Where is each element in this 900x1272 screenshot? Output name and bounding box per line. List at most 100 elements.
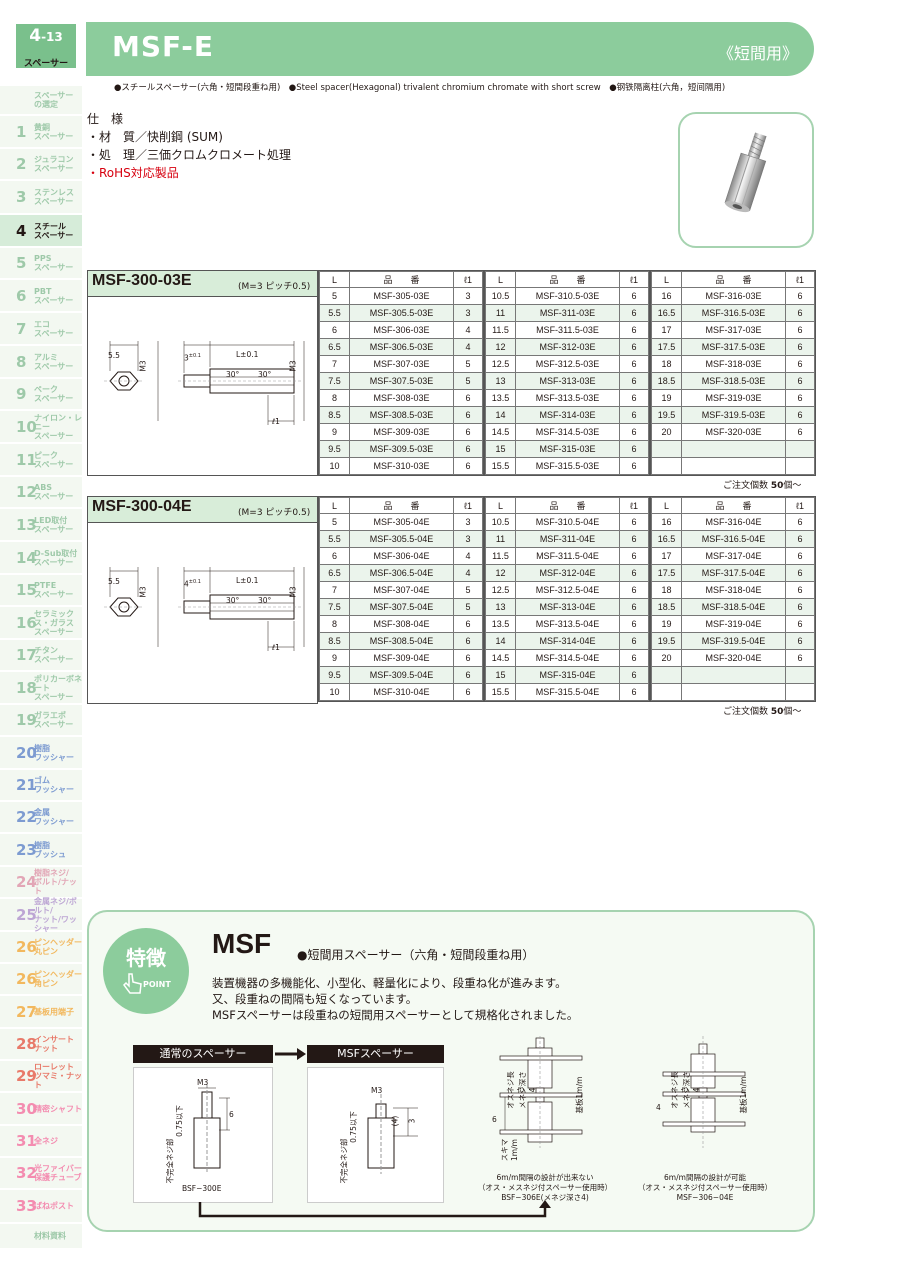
cell-l1: 6 xyxy=(619,615,649,633)
sidebar-item-label: 基板用端子 xyxy=(34,1007,74,1016)
table-row xyxy=(651,683,815,701)
sidebar-item-label: スチール スペーサー xyxy=(34,221,74,240)
cell-l: 14.5 xyxy=(485,423,516,441)
dim-m3: M3 xyxy=(288,360,298,372)
dim-m3: M3 xyxy=(138,586,148,598)
cell-l1: 6 xyxy=(453,457,483,475)
cell-l xyxy=(651,440,682,458)
order-label: ご注文個数 xyxy=(723,481,769,491)
sidebar-item-label: ジュラコン スペーサー xyxy=(34,155,74,173)
sidebar-item-number: 23 xyxy=(16,840,37,859)
page-title: MSF-E xyxy=(112,30,215,63)
sidebar-item-label: 樹脂 ワッシャー xyxy=(34,743,74,762)
cell-part: MSF-306-04E xyxy=(349,547,454,565)
cell-l: 16 xyxy=(651,513,682,531)
cell-l: 8.5 xyxy=(319,632,350,650)
cell-l: 12.5 xyxy=(485,355,516,373)
cell-l: 14 xyxy=(485,406,516,424)
header-part: 品 番 xyxy=(349,497,454,514)
sidebar-item-label: ピンヘッダー 角ピン xyxy=(34,970,82,988)
cell-l1: 4 xyxy=(453,338,483,356)
cell-part: MSF-305.5-03E xyxy=(349,304,454,322)
sidebar-item[interactable]: 材料資料 xyxy=(0,1224,82,1248)
cell-l1: 6 xyxy=(453,683,483,701)
cell-l: 11 xyxy=(485,304,516,322)
cell-l: 5 xyxy=(319,513,350,531)
cell-l1: 4 xyxy=(453,564,483,582)
cell-l1: 4 xyxy=(453,321,483,339)
sidebar-item-number: 18 xyxy=(16,678,37,697)
sidebar-item-number: 6 xyxy=(16,286,27,305)
cell-l: 6.5 xyxy=(319,564,350,582)
cell-part: MSF-309-04E xyxy=(349,649,454,667)
header-l: L xyxy=(319,271,350,288)
sidebar-item[interactable]: 6 PBT スペーサー xyxy=(0,280,82,311)
ex2-caption-1: 6m/m間隔の設計が可能 xyxy=(664,1173,746,1182)
cell-part: MSF-307.5-03E xyxy=(349,372,454,390)
feature-line: 又、段重ねの間隔も短くなっています。 xyxy=(212,992,418,1006)
cell-part: MSF-310-03E xyxy=(349,457,454,475)
cell-l: 19 xyxy=(651,615,682,633)
dim-thread-value: 4 xyxy=(184,579,189,589)
cell-l: 6 xyxy=(319,547,350,565)
cell-l: 6.5 xyxy=(319,338,350,356)
product-pitch: (M=3 ピッチ0.5) xyxy=(238,282,311,292)
cell-part: MSF-306-03E xyxy=(349,321,454,339)
header-l1: ℓ1 xyxy=(785,271,815,288)
sidebar-item[interactable]: スペーサー の選定 xyxy=(0,86,82,114)
sidebar-item-number: 17 xyxy=(16,646,37,664)
cell-part: MSF-317-03E xyxy=(681,321,786,339)
cell-l: 13.5 xyxy=(485,389,516,407)
sidebar-item-label: PBT スペーサー xyxy=(34,286,74,305)
cell-l: 16.5 xyxy=(651,304,682,322)
cell-l: 17 xyxy=(651,321,682,339)
sidebar-item-number: 30 xyxy=(16,1099,37,1118)
dim-angle: 30° xyxy=(226,596,240,605)
category-label: スペーサー xyxy=(23,59,69,69)
